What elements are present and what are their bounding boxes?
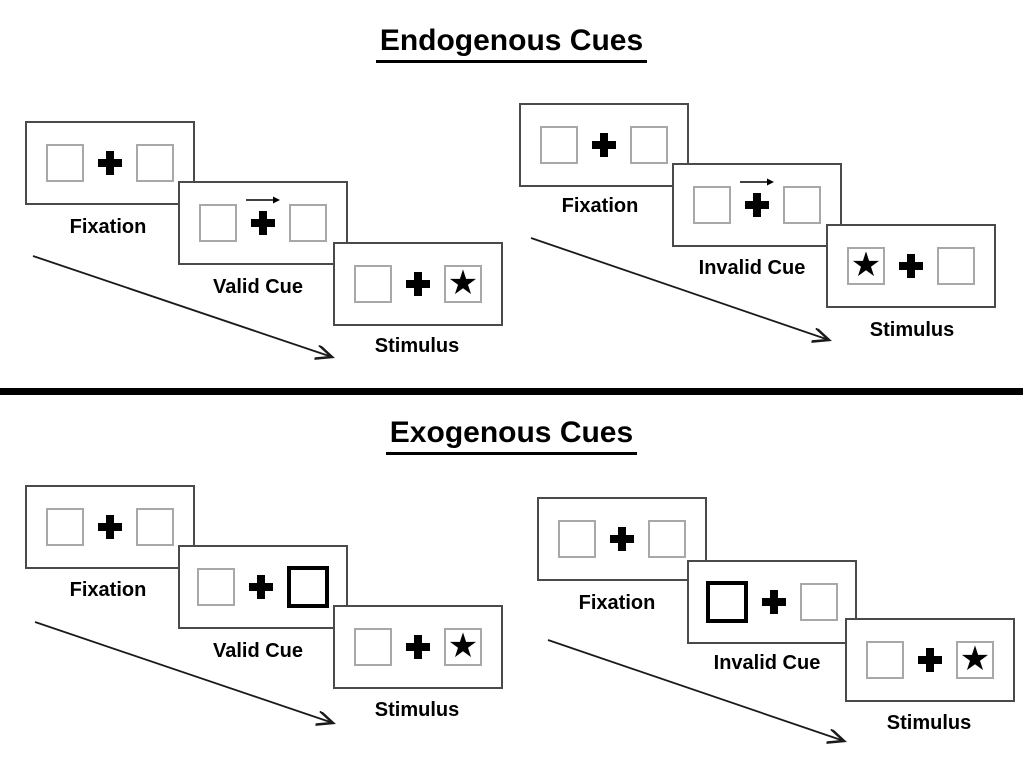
fixation-cross-icon bbox=[98, 515, 122, 539]
left-placeholder-box bbox=[199, 204, 237, 242]
left-highlighted-cue-box bbox=[706, 581, 748, 623]
fixation-cross-icon bbox=[899, 254, 923, 278]
fixation-cross-icon bbox=[98, 151, 122, 175]
fixation-cross-icon bbox=[745, 193, 769, 217]
panel-endo-valid-fixation bbox=[25, 121, 195, 205]
left-placeholder-box bbox=[354, 265, 392, 303]
right-placeholder-box bbox=[783, 186, 821, 224]
panel-endo-invalid-cue bbox=[672, 163, 842, 247]
right-placeholder-box bbox=[800, 583, 838, 621]
fixation-cross-wrap bbox=[246, 196, 280, 235]
star-stimulus-icon: ★ bbox=[447, 264, 479, 302]
fixation-cross-wrap bbox=[405, 635, 431, 659]
fixation-cross-icon bbox=[406, 635, 430, 659]
right-highlighted-cue-box bbox=[287, 566, 329, 608]
section-title-text: Endogenous Cues bbox=[375, 24, 648, 63]
right-arrow-cue-icon bbox=[740, 178, 774, 186]
star-stimulus-icon: ★ bbox=[850, 246, 882, 284]
label-exo-invalid-stimulus: Stimulus bbox=[886, 712, 972, 734]
label-endo-valid-fixation: Fixation bbox=[69, 216, 147, 238]
fixation-cross-wrap bbox=[761, 590, 787, 614]
fixation-cross-wrap bbox=[591, 133, 617, 157]
section-divider bbox=[0, 388, 1023, 395]
panel-exo-valid-stimulus: ★ bbox=[333, 605, 503, 689]
left-placeholder-box bbox=[46, 144, 84, 182]
section-title-endogenous: Endogenous Cues bbox=[0, 24, 1023, 63]
left-target-box: ★ bbox=[847, 247, 885, 285]
fixation-cross-wrap bbox=[97, 151, 123, 175]
left-placeholder-box bbox=[693, 186, 731, 224]
right-arrow-cue-icon bbox=[246, 196, 280, 204]
panel-endo-valid-stimulus: ★ bbox=[333, 242, 503, 326]
right-target-box: ★ bbox=[444, 628, 482, 666]
fixation-cross-wrap bbox=[97, 515, 123, 539]
section-title-exogenous: Exogenous Cues bbox=[0, 416, 1023, 455]
fixation-cross-icon bbox=[592, 133, 616, 157]
label-exo-valid-stimulus: Stimulus bbox=[374, 699, 460, 721]
fixation-cross-wrap bbox=[405, 272, 431, 296]
right-placeholder-box bbox=[289, 204, 327, 242]
section-title-text: Exogenous Cues bbox=[385, 416, 638, 455]
fixation-cross-icon bbox=[610, 527, 634, 551]
label-endo-invalid-cue: Invalid Cue bbox=[698, 257, 806, 279]
timeline-arrow-endogenous-valid bbox=[32, 255, 332, 357]
fixation-cross-wrap bbox=[248, 575, 274, 599]
label-exo-invalid-fixation: Fixation bbox=[578, 592, 656, 614]
fixation-cross-icon bbox=[918, 648, 942, 672]
label-exo-valid-cue: Valid Cue bbox=[212, 640, 304, 662]
panel-exo-valid-fixation bbox=[25, 485, 195, 569]
star-stimulus-icon: ★ bbox=[447, 627, 479, 665]
label-exo-invalid-cue: Invalid Cue bbox=[713, 652, 821, 674]
fixation-cross-icon bbox=[251, 211, 275, 235]
panel-exo-valid-cue bbox=[178, 545, 348, 629]
label-endo-invalid-fixation: Fixation bbox=[561, 195, 639, 217]
panel-exo-invalid-cue bbox=[687, 560, 857, 644]
panel-exo-invalid-stimulus: ★ bbox=[845, 618, 1015, 702]
fixation-cross-wrap bbox=[898, 254, 924, 278]
fixation-cross-icon bbox=[406, 272, 430, 296]
timeline-arrow-exogenous-invalid bbox=[547, 639, 844, 741]
label-exo-valid-fixation: Fixation bbox=[69, 579, 147, 601]
right-target-box: ★ bbox=[444, 265, 482, 303]
fixation-cross-wrap bbox=[740, 178, 774, 217]
right-placeholder-box bbox=[136, 508, 174, 546]
label-endo-invalid-stimulus: Stimulus bbox=[869, 319, 955, 341]
label-endo-valid-stimulus: Stimulus bbox=[374, 335, 460, 357]
fixation-cross-icon bbox=[249, 575, 273, 599]
right-placeholder-box bbox=[937, 247, 975, 285]
right-target-box: ★ bbox=[956, 641, 994, 679]
timeline-arrow-endogenous-invalid bbox=[530, 237, 829, 340]
timeline-arrow-exogenous-valid bbox=[34, 621, 333, 723]
left-placeholder-box bbox=[558, 520, 596, 558]
right-placeholder-box bbox=[630, 126, 668, 164]
right-placeholder-box bbox=[136, 144, 174, 182]
star-stimulus-icon: ★ bbox=[959, 640, 991, 678]
fixation-cross-wrap bbox=[609, 527, 635, 551]
fixation-cross-wrap bbox=[917, 648, 943, 672]
panel-exo-invalid-fixation bbox=[537, 497, 707, 581]
left-placeholder-box bbox=[46, 508, 84, 546]
panel-endo-valid-cue bbox=[178, 181, 348, 265]
right-placeholder-box bbox=[648, 520, 686, 558]
panel-endo-invalid-fixation bbox=[519, 103, 689, 187]
panel-endo-invalid-stimulus: ★ bbox=[826, 224, 996, 308]
left-placeholder-box bbox=[354, 628, 392, 666]
label-endo-valid-cue: Valid Cue bbox=[212, 276, 304, 298]
fixation-cross-icon bbox=[762, 590, 786, 614]
left-placeholder-box bbox=[197, 568, 235, 606]
left-placeholder-box bbox=[866, 641, 904, 679]
left-placeholder-box bbox=[540, 126, 578, 164]
